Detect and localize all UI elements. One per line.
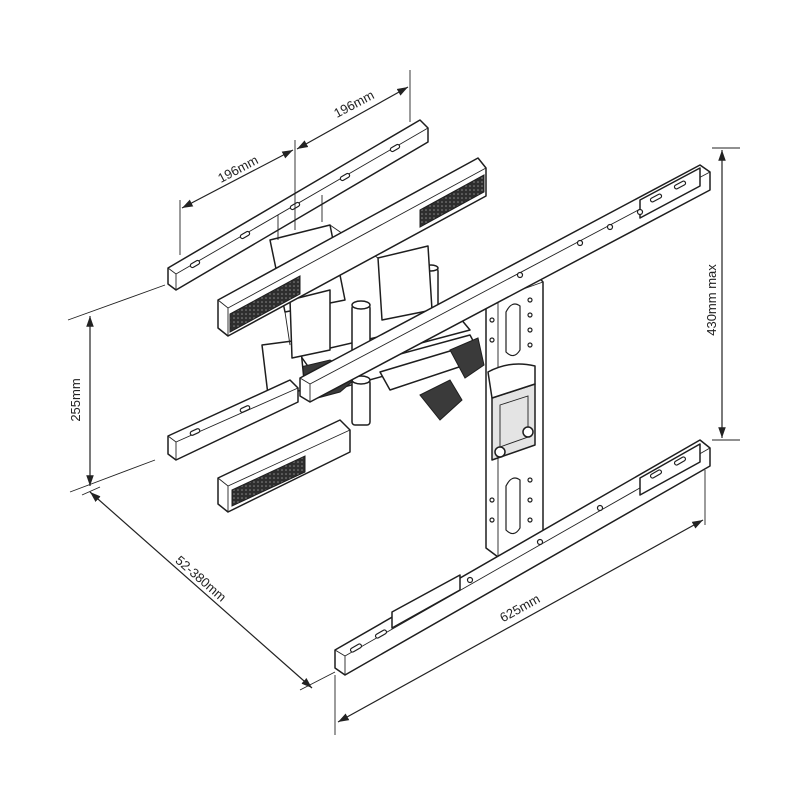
- lower-crossbar: [217, 419, 351, 513]
- lower-left-rail: [167, 379, 299, 461]
- wall-plate: [485, 272, 544, 558]
- dim-label-bottom-width: 625mm: [497, 591, 542, 625]
- dim-label-top-left: 196mm: [215, 152, 260, 186]
- dim-label-depth: 52-380mm: [173, 553, 230, 605]
- dimension-lines: [67, 70, 740, 735]
- right-upper-rail: [299, 164, 711, 403]
- dim-label-top-right: 196mm: [331, 87, 376, 121]
- top-left-rail: [167, 119, 429, 291]
- dim-label-right-height: 430mm max: [704, 264, 719, 336]
- top-crossbar: [217, 157, 487, 337]
- dim-label-left-height: 255mm: [68, 378, 83, 421]
- articulating-arms: [261, 224, 485, 426]
